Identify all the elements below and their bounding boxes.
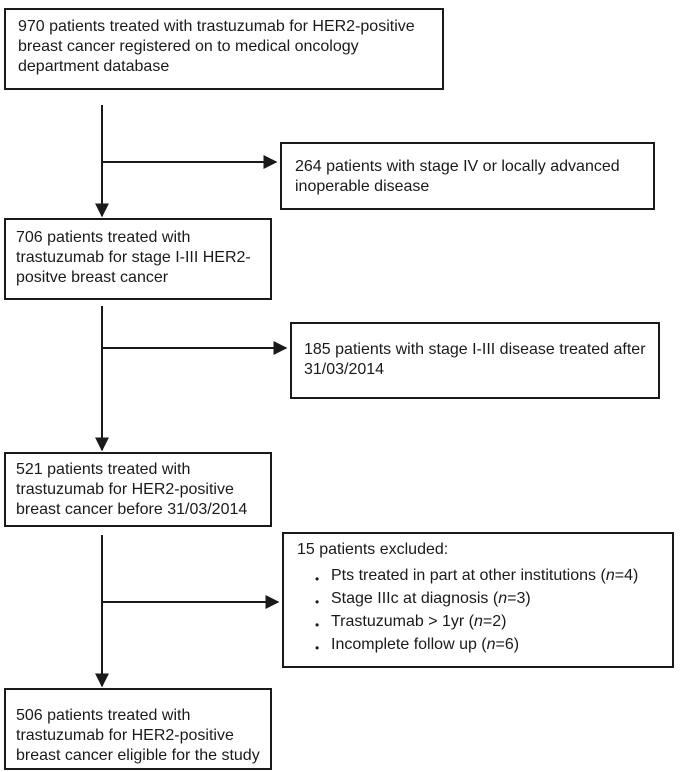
bullet-icon: • — [315, 641, 320, 655]
exclusion-label: Trastuzumab > 1yr — [331, 613, 465, 630]
n-symbol: n — [605, 567, 615, 584]
box-exclusions: 15 patients excluded: • Pts treated in pa… — [282, 532, 674, 668]
exclusion-item: •Stage IIIc at diagnosis (n=3) — [313, 587, 672, 610]
box-before-date: 521 patients treated with trastuzumab fo… — [4, 452, 272, 527]
exclusion-count: 6 — [504, 636, 514, 653]
box-final-cohort: 506 patients treated with trastuzumab fo… — [4, 688, 272, 770]
stage-iv-excluded-text: 264 patients with stage IV or locally ad… — [295, 158, 620, 195]
exclusion-label: Incomplete follow up — [331, 636, 477, 653]
exclusion-item: • Pts treated in part at other institutio… — [313, 564, 672, 587]
final-cohort-text: 506 patients treated with trastuzumab fo… — [16, 707, 260, 764]
exclusion-label: Pts treated in part at other institution… — [331, 567, 597, 584]
exclusion-list: • Pts treated in part at other institutio… — [297, 564, 672, 656]
exclusion-item: •Incomplete follow up (n=6) — [313, 633, 672, 656]
start-cohort-text: 970 patients treated with trastuzumab fo… — [18, 18, 415, 75]
box-late-excluded: 185 patients with stage I-III disease tr… — [290, 322, 660, 399]
exclusion-count: 3 — [516, 590, 526, 607]
n-symbol: n — [474, 613, 483, 630]
n-symbol: n — [498, 590, 508, 607]
exclusion-count: 2 — [492, 613, 502, 630]
box-stage-iv-excluded: 264 patients with stage IV or locally ad… — [280, 142, 655, 210]
bullet-icon: • — [315, 618, 320, 632]
box-stage-i-iii: 706 patients treated with trastuzumab fo… — [4, 218, 272, 300]
stage-i-iii-text: 706 patients treated with trastuzumab fo… — [16, 229, 251, 286]
exclusion-label: Stage IIIc at diagnosis — [331, 590, 489, 607]
box-start-cohort: 970 patients treated with trastuzumab fo… — [4, 8, 444, 90]
bullet-icon: • — [315, 572, 320, 586]
n-symbol: n — [486, 636, 496, 653]
exclusion-count: 4 — [624, 567, 633, 584]
late-excluded-text: 185 patients with stage I-III disease tr… — [304, 341, 646, 378]
bullet-icon: • — [315, 595, 320, 609]
exclusion-item: •Trastuzumab > 1yr (n=2) — [313, 610, 672, 633]
exclusions-title: 15 patients excluded: — [297, 541, 449, 558]
before-date-text: 521 patients treated with trastuzumab fo… — [16, 461, 248, 518]
